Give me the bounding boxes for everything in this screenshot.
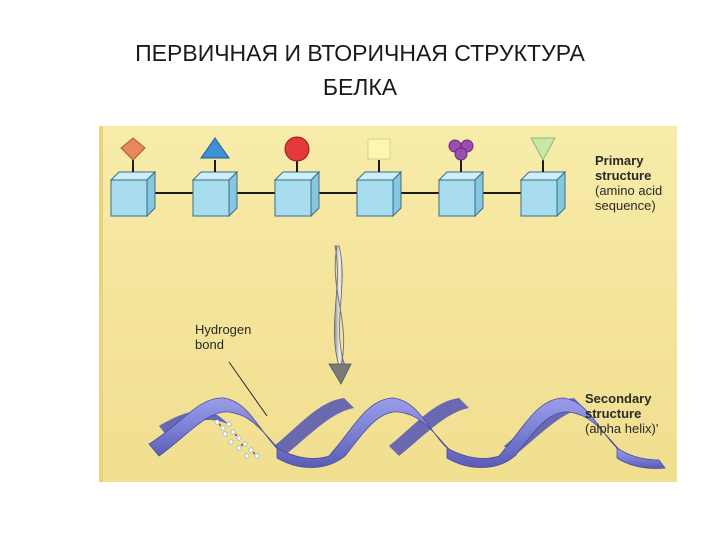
protein-structure-figure: Primary structure (amino acid sequence) …	[99, 126, 677, 482]
residue-4	[357, 172, 401, 216]
title-line-2: БЕЛКА	[60, 70, 660, 104]
title-line-1: ПЕРВИЧНАЯ И ВТОРИЧНАЯ СТРУКТУРА	[60, 36, 660, 70]
circle-side-chain	[285, 137, 309, 161]
diamond-side-chain	[121, 138, 145, 160]
clover-side-chain	[449, 140, 473, 160]
secondary-label-line-3: (alpha helix)'	[585, 421, 658, 436]
hydrogen-bond-dots	[215, 420, 259, 458]
square-side-chain	[368, 139, 390, 159]
hydrogen-label-line-2: bond	[195, 337, 251, 352]
side-chain-shapes	[121, 137, 555, 161]
primary-label-line-2: structure	[595, 168, 662, 183]
transition-arrow	[329, 246, 351, 384]
residue-6	[521, 172, 565, 216]
secondary-label-line-2: structure	[585, 406, 658, 421]
primary-label-line-1: Primary	[595, 153, 662, 168]
secondary-structure-label: Secondary structure (alpha helix)'	[585, 391, 658, 436]
triangle-side-chain	[201, 138, 229, 158]
primary-label-line-3: (amino acid	[595, 183, 662, 198]
hydrogen-label-line-1: Hydrogen	[195, 322, 251, 337]
inverted-triangle-side-chain	[531, 138, 555, 160]
residue-1	[111, 172, 155, 216]
primary-structure-label: Primary structure (amino acid sequence)	[595, 153, 662, 213]
residue-3	[275, 172, 319, 216]
slide-title: ПЕРВИЧНАЯ И ВТОРИЧНАЯ СТРУКТУРА БЕЛКА	[60, 36, 660, 104]
primary-label-line-4: sequence)	[595, 198, 662, 213]
side-chain-stems	[133, 160, 543, 172]
residue-2	[193, 172, 237, 216]
hydrogen-bond-label: Hydrogen bond	[195, 322, 251, 352]
residue-5	[439, 172, 483, 216]
secondary-label-line-1: Secondary	[585, 391, 658, 406]
